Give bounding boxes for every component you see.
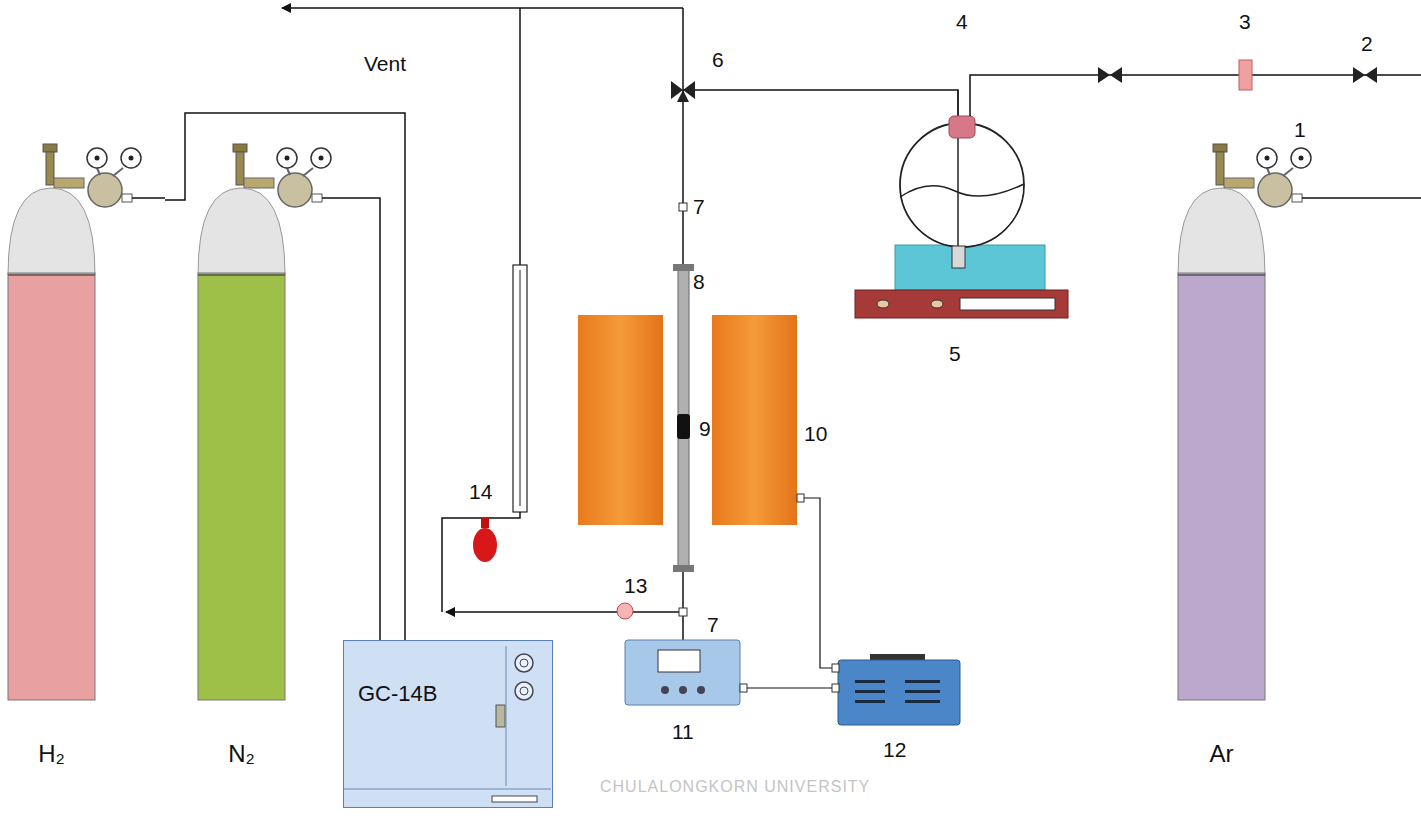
gc-panel [344, 641, 554, 809]
callout-number: 9 [699, 417, 711, 441]
cylinder-shape [195, 140, 355, 780]
callout-number: 7 [707, 613, 719, 637]
callout-number: 2 [1361, 32, 1373, 56]
callout-number: 7 [693, 195, 705, 219]
callout-number: 8 [693, 270, 705, 294]
gas-line [355, 198, 380, 640]
instrument-label: GC-14B [358, 681, 437, 707]
callout-number: 1 [1294, 118, 1306, 142]
callout-number: 5 [949, 342, 961, 366]
vent-label: Vent [364, 52, 406, 76]
gas-label: H₂ [8, 740, 95, 768]
gas-cylinder: H₂ [5, 140, 165, 780]
gas-cylinder: N₂ [195, 140, 355, 780]
callout-number: 11 [672, 720, 694, 744]
gas-label: Ar [1178, 740, 1265, 768]
gas-chromatograph: GC-14B [343, 640, 553, 808]
gas-cylinder: Ar [1175, 140, 1335, 780]
callout-number: 14 [469, 480, 492, 504]
callout-number: 10 [804, 422, 827, 446]
cylinder-shape [1175, 140, 1335, 780]
cylinder-shape [5, 140, 165, 780]
callout-number: 3 [1239, 10, 1251, 34]
callout-number: 6 [712, 48, 724, 72]
callout-number: 13 [624, 574, 647, 598]
watermark-text: CHULALONGKORN UNIVERSITY [600, 778, 870, 796]
callout-number: 12 [883, 738, 906, 762]
gas-label: N₂ [198, 740, 285, 768]
callout-number: 4 [956, 10, 968, 34]
